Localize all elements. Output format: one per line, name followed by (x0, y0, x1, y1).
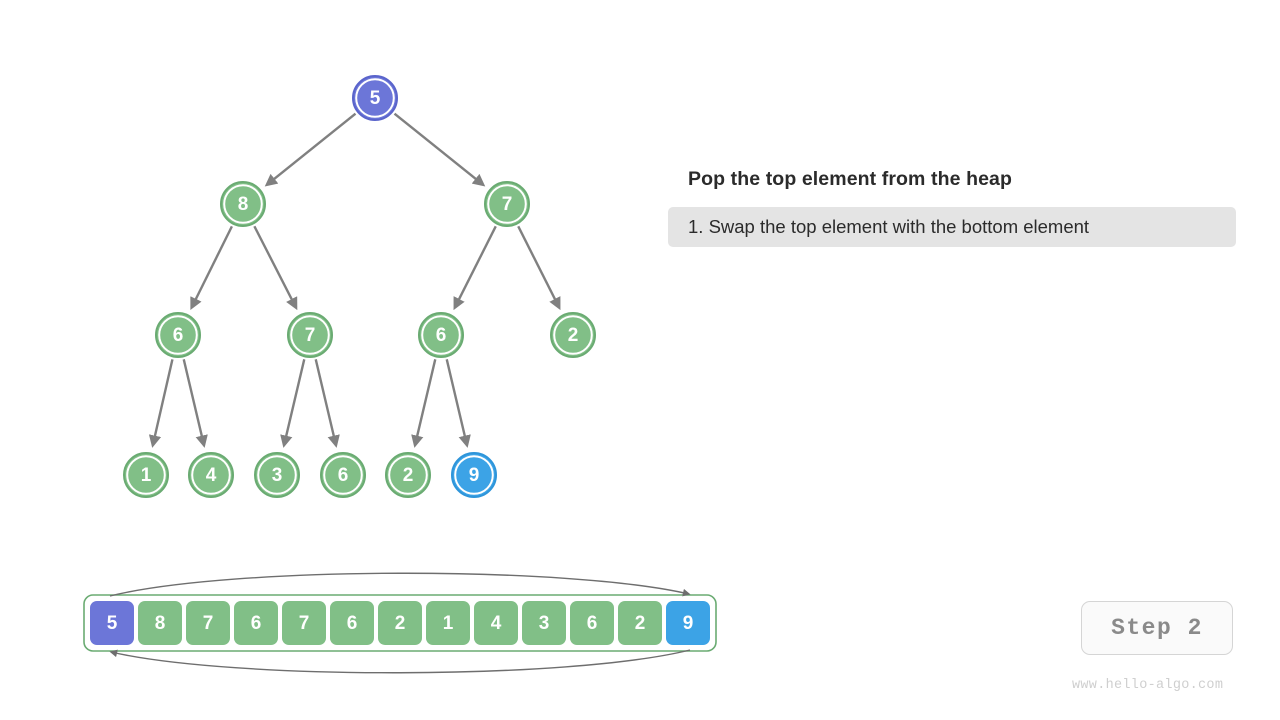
panel-step-description: 1. Swap the top element with the bottom … (668, 207, 1236, 247)
array-cell-10[interactable]: 6 (570, 601, 614, 645)
tree-node-n9[interactable]: 3 (254, 452, 300, 498)
tree-node-value: 6 (436, 325, 447, 346)
tree-edge-n2-n6 (517, 225, 561, 311)
tree-edge-n5-n11 (411, 359, 437, 448)
tree-node-value: 2 (403, 465, 414, 486)
array-cell-value: 2 (395, 613, 406, 634)
step-badge: Step 2 (1081, 601, 1233, 655)
swap-arrow-top (109, 572, 691, 597)
panel-title: Pop the top element from the heap (688, 168, 1012, 190)
tree-node-n8[interactable]: 4 (188, 452, 234, 498)
tree-edge-n0-n1 (264, 112, 357, 187)
watermark: www.hello-algo.com (1072, 678, 1224, 693)
tree-node-group: 5 8 7 6 7 6 2 1 4 3 6 2 9 (123, 75, 596, 498)
tree-node-n10[interactable]: 6 (320, 452, 366, 498)
tree-node-value: 6 (173, 325, 184, 346)
tree-edge-n0-n2 (393, 112, 486, 187)
tree-node-value: 1 (141, 465, 152, 486)
tree-node-n4[interactable]: 7 (287, 312, 333, 358)
tree-edge-n3-n7 (148, 359, 174, 448)
swap-arrow-bottom (109, 649, 691, 674)
tree-node-value: 6 (338, 465, 349, 486)
array-group: 5 8 7 6 7 6 2 1 4 3 6 2 9 (83, 594, 717, 652)
tree-node-value: 8 (238, 194, 249, 215)
tree-node-value: 7 (305, 325, 316, 346)
tree-node-n11[interactable]: 2 (385, 452, 431, 498)
array-cell-0[interactable]: 5 (90, 601, 134, 645)
tree-node-n6[interactable]: 2 (550, 312, 596, 358)
tree-edge-n1-n4 (253, 225, 298, 311)
tree-node-n3[interactable]: 6 (155, 312, 201, 358)
tree-edge-n5-n12 (445, 359, 471, 448)
tree-node-n1[interactable]: 8 (220, 181, 266, 227)
tree-node-value: 4 (206, 465, 217, 486)
array-cell-value: 2 (635, 613, 646, 634)
tree-node-n12[interactable]: 9 (451, 452, 497, 498)
tree-node-value: 3 (272, 465, 283, 486)
array-cell-value: 4 (491, 613, 502, 634)
array-container-border (83, 594, 717, 652)
array-cell-value: 9 (683, 613, 694, 634)
array-cell-value: 6 (587, 613, 598, 634)
array-cell-value: 6 (347, 613, 358, 634)
array-cell-11[interactable]: 2 (618, 601, 662, 645)
array-cell-8[interactable]: 4 (474, 601, 518, 645)
tree-edge-n4-n10 (314, 359, 340, 448)
array-cell-1[interactable]: 8 (138, 601, 182, 645)
tree-edge-group (148, 112, 561, 448)
array-cell-value: 7 (203, 613, 214, 634)
tree-node-n2[interactable]: 7 (484, 181, 530, 227)
tree-node-n7[interactable]: 1 (123, 452, 169, 498)
tree-edge-n3-n8 (182, 359, 208, 448)
tree-node-value: 2 (568, 325, 579, 346)
array-cell-value: 7 (299, 613, 310, 634)
tree-node-n5[interactable]: 6 (418, 312, 464, 358)
array-cell-12[interactable]: 9 (666, 601, 710, 645)
array-cell-7[interactable]: 1 (426, 601, 470, 645)
array-cell-3[interactable]: 6 (234, 601, 278, 645)
array-cell-9[interactable]: 3 (522, 601, 566, 645)
array-cell-2[interactable]: 7 (186, 601, 230, 645)
tree-edge-n2-n5 (453, 225, 497, 311)
array-cell-6[interactable]: 2 (378, 601, 422, 645)
tree-node-value: 5 (370, 88, 381, 109)
array-cell-4[interactable]: 7 (282, 601, 326, 645)
array-cell-value: 6 (251, 613, 262, 634)
array-cell-value: 5 (107, 613, 118, 634)
tree-edge-n1-n3 (190, 225, 233, 311)
tree-node-value: 9 (469, 465, 480, 486)
tree-node-value: 7 (502, 194, 513, 215)
array-cell-5[interactable]: 6 (330, 601, 374, 645)
array-cell-value: 1 (443, 613, 454, 634)
tree-node-n0[interactable]: 5 (352, 75, 398, 121)
tree-edge-n4-n9 (280, 359, 306, 448)
swap-arrow-group (109, 572, 691, 674)
array-cell-value: 8 (155, 613, 166, 634)
array-cell-value: 3 (539, 613, 550, 634)
